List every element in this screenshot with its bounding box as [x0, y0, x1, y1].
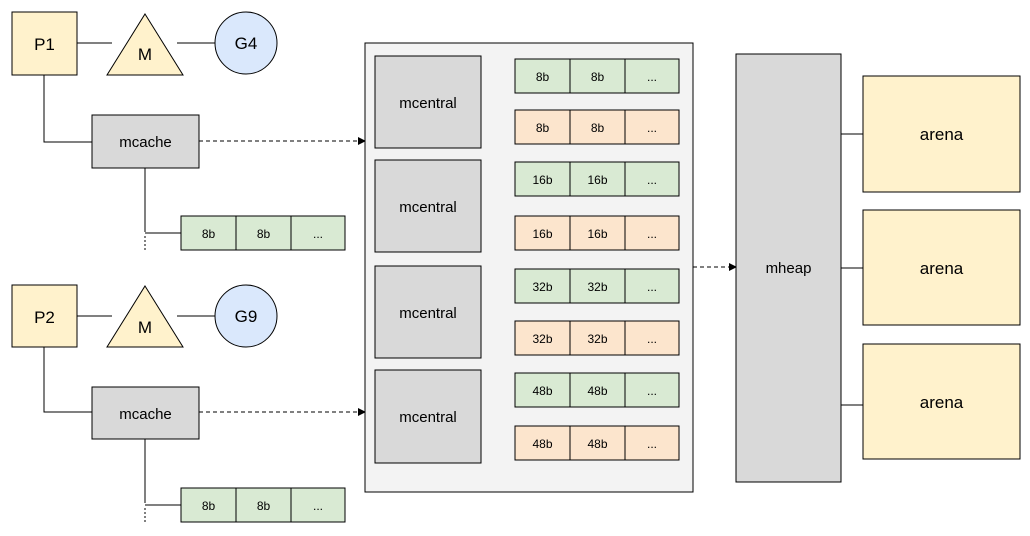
span-label: ...: [647, 121, 657, 135]
span-label: 48b: [532, 384, 552, 398]
processor-group-2: P2 M G9 mcache 8b 8b ...: [11, 284, 346, 523]
mheap-label: mheap: [766, 260, 812, 277]
arena-group: arena arena arena: [862, 75, 1021, 460]
span-label: 8b: [536, 70, 550, 84]
dashed-arrows: [199, 137, 737, 416]
mcentral-group-3: mcentral 32b 32b ... 32b 32b ...: [374, 265, 680, 359]
mcentral-group-4: mcentral 48b 48b ... 48b 48b ...: [374, 369, 680, 464]
span-label: 32b: [587, 332, 607, 346]
span-cell: [624, 58, 680, 94]
mcache-span-list-2: 8b 8b ...: [180, 487, 346, 523]
span-cell: [514, 109, 571, 145]
machine-label-m1: M: [138, 45, 152, 64]
arena-label-3: arena: [920, 393, 964, 412]
span-cell: [624, 320, 680, 356]
span-label: 16b: [532, 173, 552, 187]
span-label: 32b: [532, 280, 552, 294]
span-label: ...: [647, 437, 657, 451]
processor-label-p1: P1: [34, 35, 55, 54]
span-cell: [569, 372, 626, 408]
mcache-span-cell: [235, 215, 292, 251]
mcentral-box: [374, 55, 482, 149]
goroutine-circle-g4: [214, 11, 278, 75]
mcache-span-cell: [290, 215, 346, 251]
span-label: 16b: [587, 173, 607, 187]
mcache-label-2: mcache: [119, 406, 172, 423]
span-cell: [624, 161, 680, 197]
mcache-span-label: 8b: [257, 499, 271, 513]
processor-group-1: P1 M G4 mcache 8b 8b ...: [11, 11, 346, 251]
arena-box-1: [862, 75, 1021, 193]
mcentral-box: [374, 369, 482, 464]
span-label: 8b: [591, 70, 605, 84]
span-label: 8b: [536, 121, 550, 135]
mcache-span-cell: [290, 487, 346, 523]
arena-label-2: arena: [920, 259, 964, 278]
mcache-span-label: ...: [313, 227, 323, 241]
arena-box-3: [862, 343, 1021, 460]
span-cell: [624, 268, 680, 304]
machine-label-m2: M: [138, 318, 152, 337]
mheap-box: [735, 53, 842, 483]
span-label: ...: [647, 173, 657, 187]
span-label: ...: [647, 280, 657, 294]
span-cell: [569, 161, 626, 197]
span-cell: [514, 320, 571, 356]
goroutine-label-g4: G4: [235, 34, 258, 53]
span-cell: [569, 320, 626, 356]
mcache-span-list-1: 8b 8b ...: [180, 215, 346, 251]
mcache-label-1: mcache: [119, 134, 172, 151]
mcentral-label: mcentral: [399, 199, 457, 216]
span-label: 48b: [532, 437, 552, 451]
span-label: 32b: [532, 332, 552, 346]
mcache-box-2: [91, 386, 200, 440]
processor-label-p2: P2: [34, 308, 55, 327]
mcentral-group-1: mcentral 8b 8b ... 8b 8b ...: [374, 55, 680, 149]
span-cell: [514, 425, 571, 461]
span-label: ...: [647, 384, 657, 398]
span-label: ...: [647, 70, 657, 84]
mcache-span-label: ...: [313, 499, 323, 513]
span-label: 48b: [587, 437, 607, 451]
span-label: ...: [647, 227, 657, 241]
arena-box-2: [862, 209, 1021, 326]
mcentral-label: mcentral: [399, 409, 457, 426]
mcentral-box: [374, 265, 482, 359]
span-cell: [624, 109, 680, 145]
span-label: 32b: [587, 280, 607, 294]
processor-box-p2: [11, 284, 78, 348]
span-cell: [624, 372, 680, 408]
span-label: 16b: [587, 227, 607, 241]
goroutine-label-g9: G9: [235, 307, 258, 326]
span-cell: [514, 268, 571, 304]
mcentral-label: mcentral: [399, 95, 457, 112]
span-cell: [624, 425, 680, 461]
processor-box-p1: [11, 11, 78, 76]
mcache-box-1: [91, 114, 200, 169]
mcentral-box: [374, 159, 482, 253]
mcache-span-cell: [235, 487, 292, 523]
mcache-span-label: 8b: [202, 227, 216, 241]
span-label: 48b: [587, 384, 607, 398]
span-cell: [569, 425, 626, 461]
machine-triangle-m1: [106, 13, 184, 76]
goroutine-circle-g9: [214, 284, 278, 348]
mcentral-group-2: mcentral 16b 16b ... 16b 16b ...: [374, 159, 680, 253]
span-cell: [569, 268, 626, 304]
span-label: 16b: [532, 227, 552, 241]
mcache-span-cell: [180, 215, 237, 251]
mcache-span-label: 8b: [202, 499, 216, 513]
mcache-span-label: 8b: [257, 227, 271, 241]
span-cell: [624, 215, 680, 251]
mcentral-label: mcentral: [399, 305, 457, 322]
span-label: ...: [647, 332, 657, 346]
arena-label-1: arena: [920, 125, 964, 144]
machine-triangle-m2: [106, 285, 184, 348]
span-label: 8b: [591, 121, 605, 135]
